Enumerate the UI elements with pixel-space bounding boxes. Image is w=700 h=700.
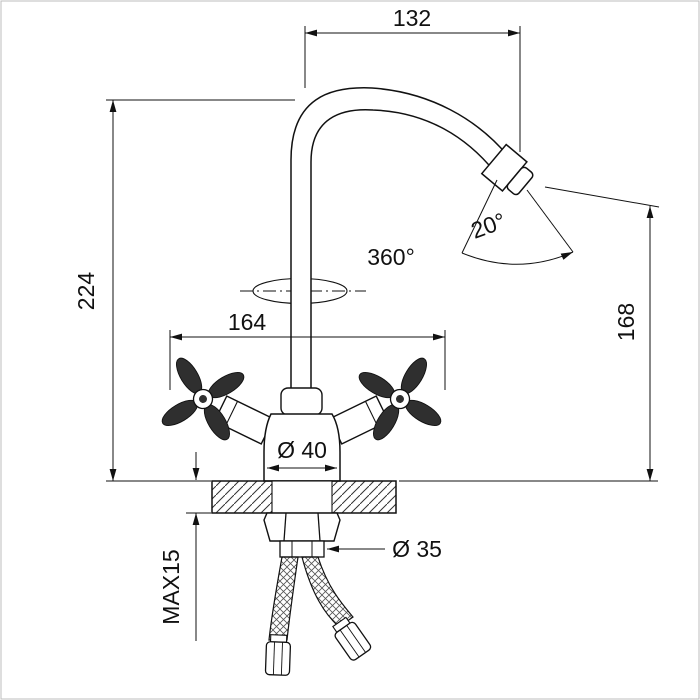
- body-junction: [280, 387, 323, 416]
- hose-fitting-right: [332, 616, 372, 661]
- cross-handle-right: [358, 357, 442, 441]
- max-thickness-label: MAX15: [158, 549, 184, 624]
- mounting-deck: [211, 480, 397, 514]
- cross-handle-left: [161, 357, 245, 441]
- annotation-outlet-tilt: [461, 179, 574, 265]
- dimension-outlet-height: [399, 186, 660, 482]
- dimension-spout-reach: [304, 26, 521, 152]
- lock-nut: [263, 512, 341, 558]
- dimension-overall-height: [106, 99, 295, 482]
- spout-head: [480, 143, 534, 196]
- outlet-height-label: 168: [613, 303, 639, 341]
- dimension-handle-span: [169, 330, 446, 390]
- swivel-angle-label: 360°: [367, 244, 415, 270]
- base-diameter-label: Ø 40: [277, 437, 327, 463]
- threaded-shank: [271, 480, 333, 514]
- mount-diameter-label: Ø 35: [392, 536, 442, 562]
- overall-height-label: 224: [73, 272, 99, 311]
- dimension-max-thickness: [186, 452, 211, 641]
- handle-span-label: 164: [228, 309, 267, 335]
- faucet-figure: [161, 87, 534, 676]
- spout-reach-label: 132: [393, 5, 431, 31]
- hose-fitting-left: [264, 634, 292, 676]
